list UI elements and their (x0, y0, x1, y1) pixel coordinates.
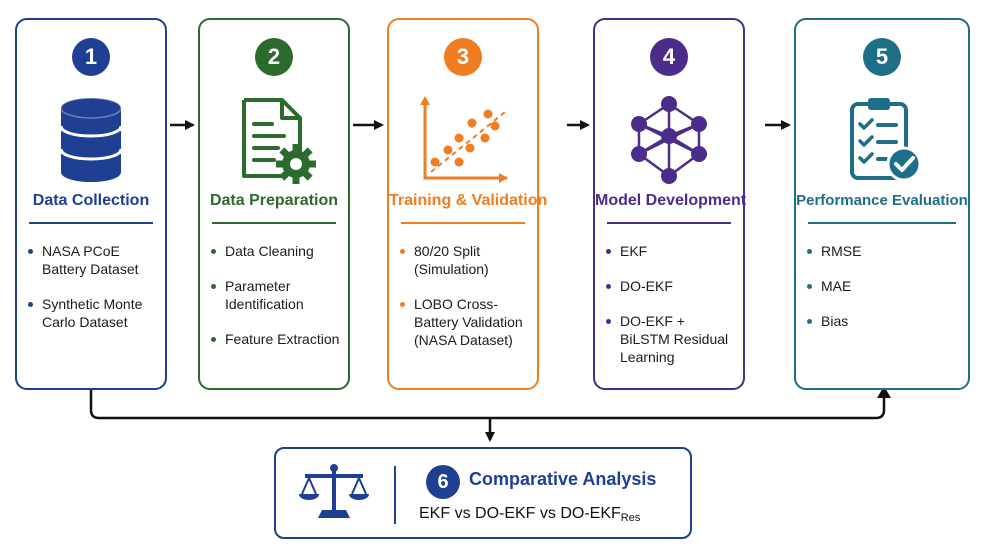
step-title: Data Collection (32, 192, 150, 209)
step-card-data-preparation: 2 Data Preparation (198, 18, 350, 390)
step-items-list: 80/20 Split (Simulation) LOBO Cross-Batt… (400, 242, 529, 366)
step-items-list: NASA PCoE Battery Dataset Synthetic Mont… (28, 242, 157, 348)
list-item: Parameter Identification (211, 277, 340, 313)
step-number-badge: 3 (444, 38, 482, 76)
clipboard-check-icon (850, 98, 922, 182)
step-number-badge: 5 (863, 38, 901, 76)
comparative-subtitle-subscript: Res (620, 512, 641, 524)
step-items-list: RMSE MAE Bias (807, 242, 960, 347)
list-item: Synthetic Monte Carlo Dataset (28, 295, 157, 331)
step-title: Training & Validation (389, 192, 548, 209)
title-divider (607, 222, 731, 224)
step-card-performance-evaluation: 5 Performance Evaluation RMSE MAE Bias (794, 18, 970, 390)
neural-network-icon (631, 96, 707, 184)
list-item: MAE (807, 277, 960, 295)
list-item: Bias (807, 312, 960, 330)
step-title: Model Development (595, 192, 747, 209)
title-divider (401, 222, 525, 224)
list-item: NASA PCoE Battery Dataset (28, 242, 157, 278)
step-items-list: EKF DO-EKF DO-EKF + BiLSTM Residual Lear… (606, 242, 735, 383)
scatter-plot-icon (420, 96, 508, 183)
vertical-divider (394, 466, 396, 524)
list-item: 80/20 Split (Simulation) (400, 242, 529, 278)
step-card-training-validation: 3 Training & Validation 80/20 Split (Sim… (387, 18, 548, 390)
bottom-loop-line (89, 390, 886, 420)
step-number-badge: 2 (255, 38, 293, 76)
step-card-model-development: 4 (593, 18, 747, 390)
step-title: Data Preparation (209, 192, 339, 209)
step-number-badge: 1 (72, 38, 110, 76)
list-item: EKF (606, 242, 735, 260)
list-item: Feature Extraction (211, 330, 340, 348)
list-item: LOBO Cross-Battery Validation (NASA Data… (400, 295, 529, 349)
step-number-badge: 6 (426, 465, 460, 499)
step-number-badge: 4 (650, 38, 688, 76)
comparative-subtitle-main: EKF vs DO-EKF vs DO-EKF (419, 505, 621, 522)
list-item: DO-EKF (606, 277, 735, 295)
comparative-subtitle: EKF vs DO-EKF vs DO-EKFRes (419, 503, 640, 529)
title-divider (212, 222, 336, 224)
balance-scale-icon (299, 464, 369, 518)
list-item: RMSE (807, 242, 960, 260)
document-gear-icon (242, 98, 316, 184)
step-items-list: Data Cleaning Parameter Identification F… (211, 242, 340, 365)
title-divider (29, 222, 153, 224)
database-icon (59, 97, 123, 182)
list-item: Data Cleaning (211, 242, 340, 260)
comparative-analysis-box: 6 Comparative Analysis EKF vs DO-EKF vs … (274, 447, 692, 539)
comparative-title: Comparative Analysis (469, 469, 657, 489)
title-divider (808, 222, 956, 224)
step-card-data-collection: 1 Data Collection NASA PCoE Battery Data… (15, 18, 167, 390)
step-title: Performance Evaluation (796, 192, 968, 209)
list-item: DO-EKF + BiLSTM Residual Learning (606, 312, 735, 366)
